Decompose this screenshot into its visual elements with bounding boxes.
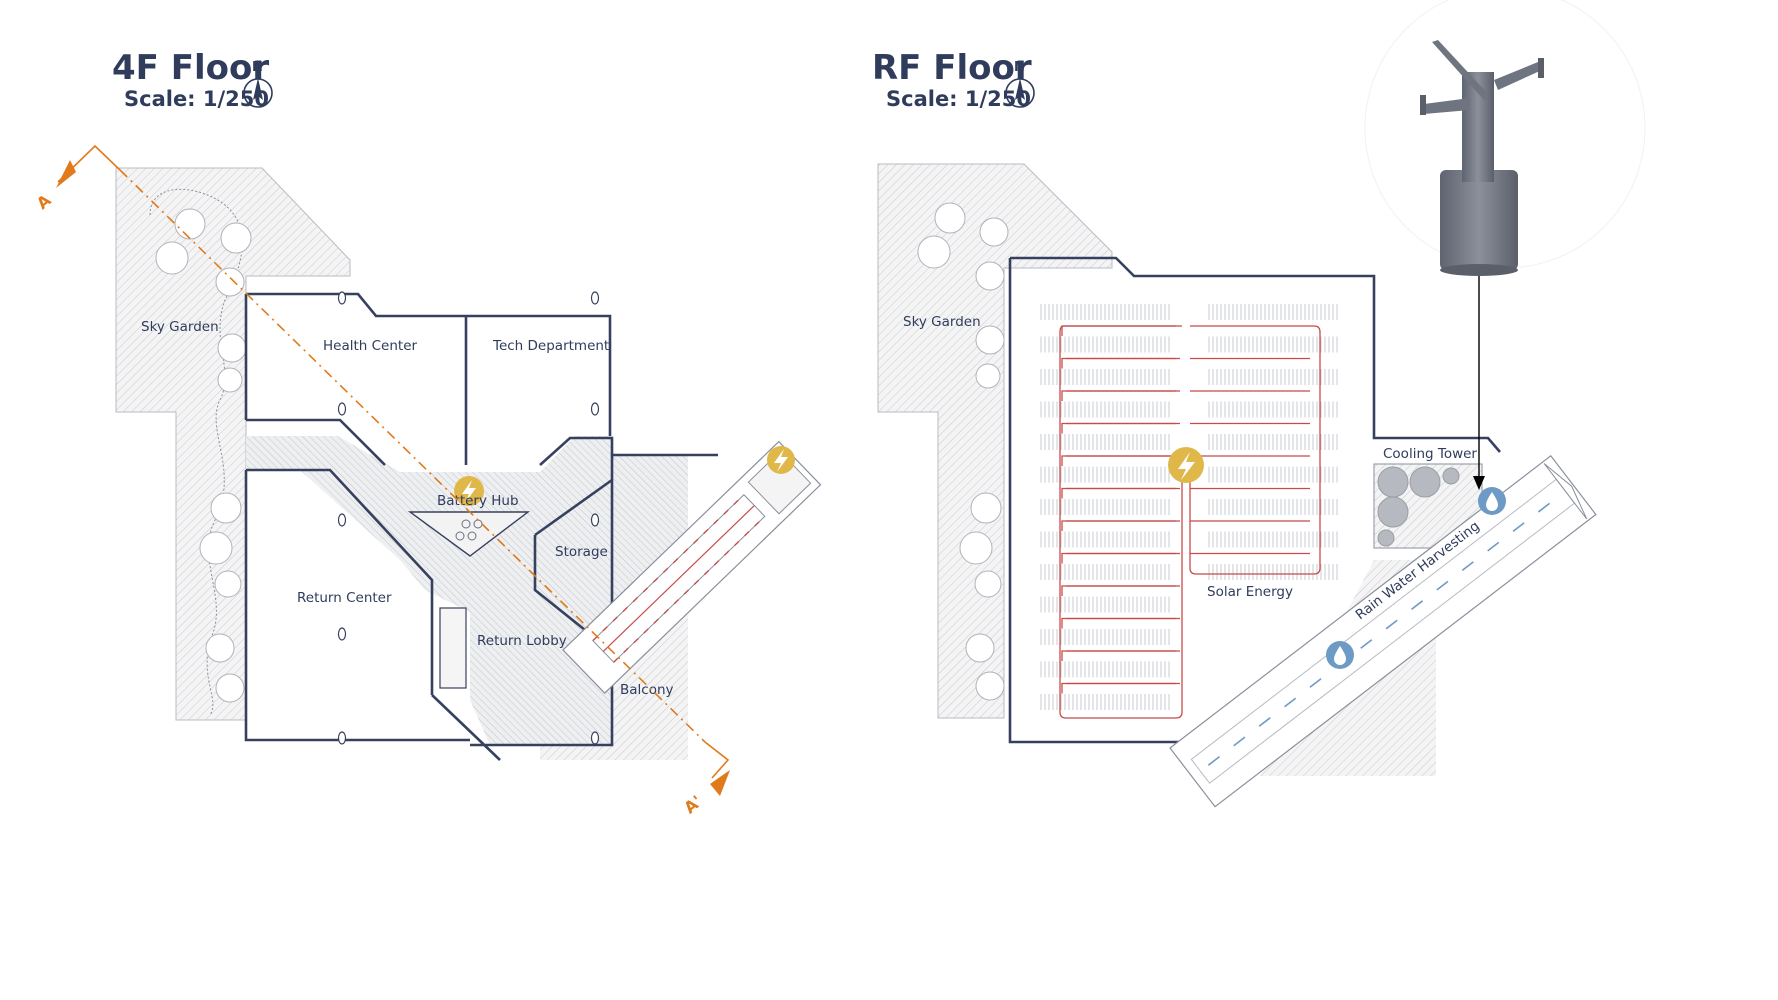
water-drop-icon <box>1478 487 1506 515</box>
solar-panel-row <box>1206 304 1338 320</box>
floor-rf-plan: RF Floor Scale: 1/250 N Sky Garden Solar… <box>872 0 1646 808</box>
room-label-balcony: Balcony <box>620 682 674 698</box>
solar-panel-row <box>1206 564 1338 580</box>
sky-garden-area-rf <box>877 163 1113 719</box>
tree-icon <box>155 208 252 703</box>
room-label-cooling-tower: Cooling Tower <box>1383 446 1477 462</box>
walls-4f <box>244 292 718 761</box>
corridor-area <box>246 436 688 745</box>
floor-4f-scale: Scale: 1/250 <box>124 87 269 111</box>
room-label-sky-garden-rf: Sky Garden <box>903 314 981 330</box>
floor-rf-title: RF Floor <box>872 48 1032 88</box>
solar-panel-row <box>1206 434 1338 450</box>
section-marker-a-prime: A' <box>680 792 705 818</box>
solar-panel-row <box>1040 369 1172 385</box>
callout-arrow-icon <box>1473 476 1485 490</box>
solar-panel-row <box>1206 369 1338 385</box>
lobby-counter <box>439 607 467 689</box>
water-drop-icon <box>1326 641 1354 669</box>
room-label-sky-garden: Sky Garden <box>141 319 219 335</box>
roof-outline <box>1010 256 1501 453</box>
energy-bolt-icon <box>767 446 795 474</box>
rain-water-harvesting-strip <box>1169 454 1597 808</box>
solar-panel-row <box>1206 401 1338 418</box>
room-label-return-center: Return Center <box>297 590 392 606</box>
solar-panel-row <box>1040 499 1172 515</box>
solar-panel-row <box>1206 466 1338 483</box>
solar-panel-row <box>1040 596 1172 613</box>
floor-rf-scale: Scale: 1/250 <box>886 87 1031 111</box>
svg-text:N: N <box>252 60 263 75</box>
solar-panel-row <box>1040 564 1172 580</box>
wind-turbine-model-icon <box>1364 0 1646 276</box>
room-label-health-center: Health Center <box>323 338 418 354</box>
solar-panel-row <box>1040 336 1172 353</box>
room-label-return-lobby: Return Lobby <box>477 633 567 649</box>
cooling-tower-unit-icon <box>1377 466 1460 547</box>
solar-panel-row <box>1206 531 1338 548</box>
solar-panel-row <box>1040 531 1172 548</box>
solar-panel-row <box>1040 401 1172 418</box>
north-arrow-icon: N <box>1005 60 1035 108</box>
solar-panel-row <box>1040 466 1172 483</box>
tree-icon <box>917 202 1009 701</box>
section-marker-a: A <box>33 190 55 213</box>
room-label-storage: Storage <box>555 544 608 560</box>
solar-panel-array <box>1040 304 1338 710</box>
floor-4f-title: 4F Floor <box>112 48 269 88</box>
energy-bolt-icon <box>454 476 484 506</box>
ceiling-light-icon <box>337 291 600 745</box>
room-label-tech-department: Tech Department <box>492 338 609 354</box>
room-label-battery-hub: Battery Hub <box>437 493 519 509</box>
solar-panel-row <box>1040 694 1172 710</box>
solar-panel-row <box>1040 434 1172 450</box>
solar-panel-row <box>1040 304 1172 320</box>
svg-text:N: N <box>1014 60 1025 75</box>
solar-panel-row <box>1040 661 1172 678</box>
room-label-solar-energy: Solar Energy <box>1207 584 1293 600</box>
battery-strip-4f <box>562 440 822 695</box>
floor-4f-plan: 4F Floor Scale: 1/250 N Sky Garden <box>33 48 822 818</box>
solar-panel-row <box>1206 499 1338 515</box>
north-arrow-icon: N <box>243 60 273 108</box>
solar-panel-row <box>1040 629 1172 645</box>
solar-panel-row <box>1206 336 1338 353</box>
energy-bolt-icon <box>1168 447 1204 483</box>
solar-grid-wiring <box>1059 325 1321 719</box>
